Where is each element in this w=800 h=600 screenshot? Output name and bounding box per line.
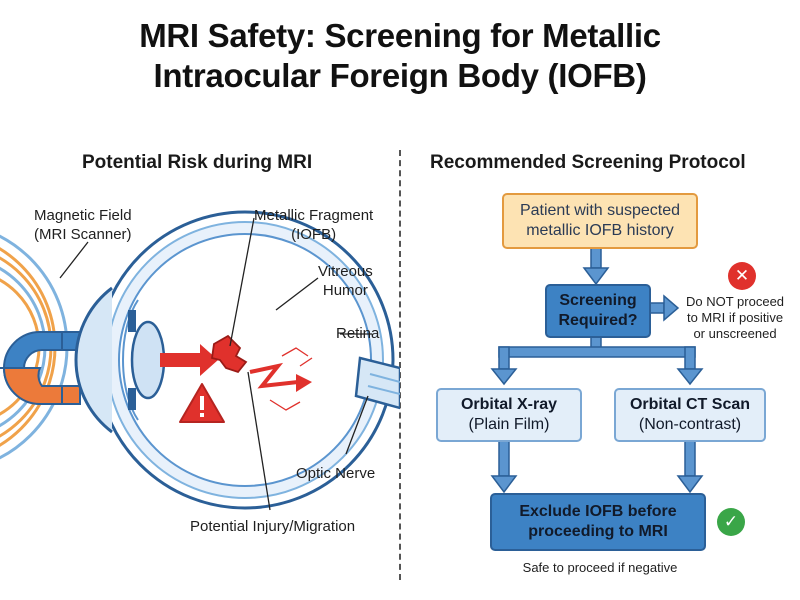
check-circle-icon: ✓ (717, 508, 745, 536)
x-circle-icon: ✕ (728, 262, 756, 290)
warning-triangle-icon (179, 383, 225, 423)
orbital-xray-box: Orbital X-ray (Plain Film) (436, 388, 582, 442)
patient-history-box: Patient with suspected metallic IOFB his… (502, 193, 698, 249)
page-title: MRI Safety: Screening for Metallic Intra… (0, 16, 800, 96)
magnetic-field-label: Magnetic Field (MRI Scanner) (34, 207, 132, 243)
screening-required-box: Screening Required? (545, 284, 651, 338)
injury-lightning-icon (249, 362, 299, 389)
vitreous-pointer (275, 277, 319, 311)
retina-label: Retina (336, 325, 380, 342)
left-panel-heading: Potential Risk during MRI (82, 152, 313, 173)
metallic-fragment-icon (210, 334, 248, 374)
optic-nerve-pointer (345, 395, 369, 455)
title-line-2: Intraocular Foreign Body (IOFB) (153, 57, 647, 94)
magnetic-field-pointer (59, 241, 89, 279)
vitreous-humor-label: Vitreous Humor (318, 263, 373, 299)
magnet-icon (0, 331, 81, 405)
do-not-proceed-note: Do NOT proceed to MRI if positive or uns… (686, 294, 785, 341)
fragment-pointer (229, 217, 255, 347)
flowchart-connectors (490, 247, 704, 494)
injury-pointer (247, 371, 271, 511)
metallic-fragment-label: Metallic Fragment (IOFB) (254, 207, 374, 243)
title-line-1: MRI Safety: Screening for Metallic (139, 17, 661, 54)
crack-lines (269, 347, 313, 411)
safe-to-proceed-note: Safe to proceed if negative (522, 560, 678, 575)
exclude-iofb-box: Exclude IOFB before proceeding to MRI (490, 493, 706, 551)
right-panel-heading: Recommended Screening Protocol (430, 152, 746, 173)
orbital-ct-box: Orbital CT Scan (Non-contrast) (614, 388, 766, 442)
magnetic-pull-arrow (160, 344, 218, 376)
optic-nerve-label: Optic Nerve (296, 465, 376, 482)
panel-divider (399, 150, 401, 580)
potential-injury-label: Potential Injury/Migration (190, 518, 356, 535)
eye-illustration (0, 210, 400, 511)
